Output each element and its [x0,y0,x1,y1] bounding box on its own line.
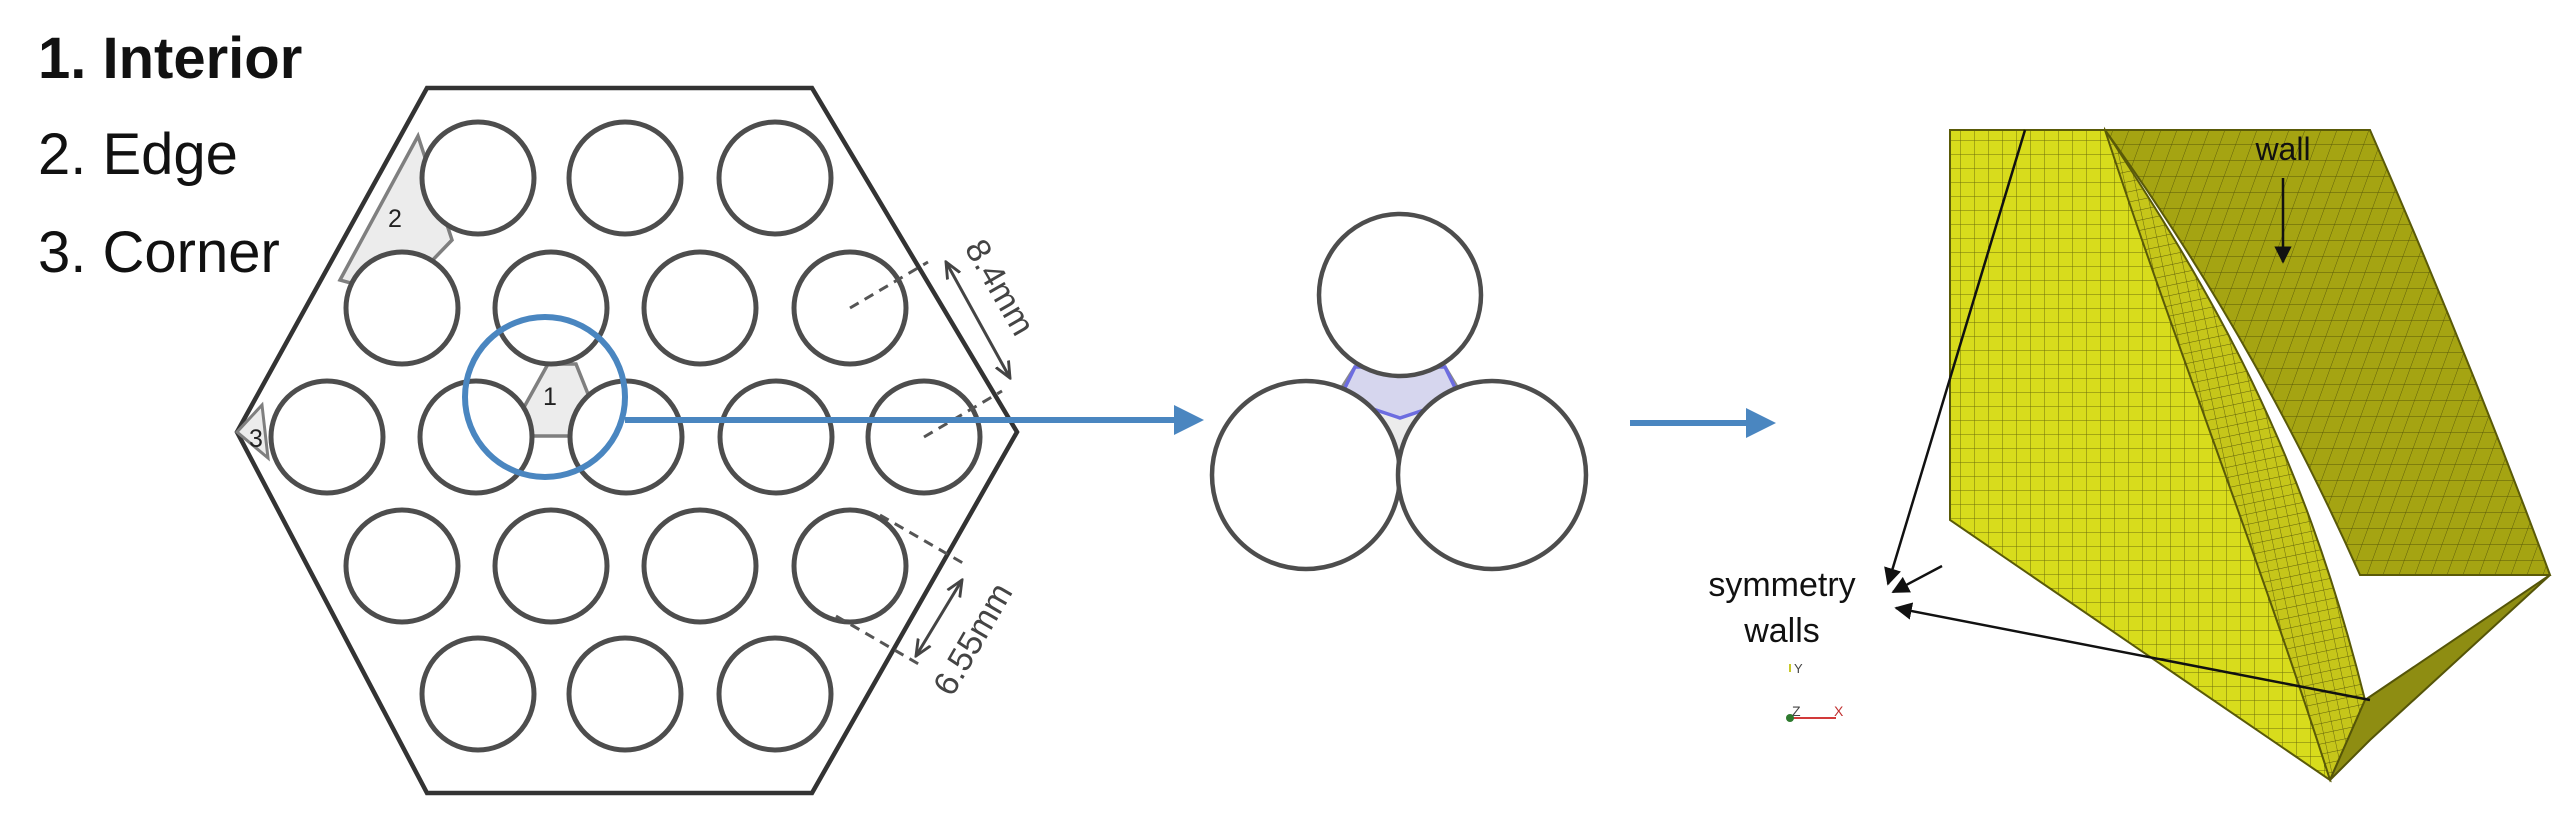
symmetry-label-line2: walls [1743,612,1820,650]
fuel-rod [717,378,835,496]
fuel-rod [716,119,834,237]
fuel-rod [268,378,386,496]
wall-label: wall [2254,131,2310,167]
highlight-circle [462,314,628,480]
hex-bundle: 2 3 1 8.4mm 6.55mm [234,85,1204,796]
symmetry-arrow-2 [1891,564,1943,594]
fuel-rod [566,119,684,237]
fuel-rod [791,507,909,625]
pitch-label: 8.4mm [957,233,1042,342]
corner-subchannel [234,401,270,462]
legend-edge: 2. Edge [38,122,238,187]
detail-rod-top [1316,211,1484,379]
label-edge-number: 2 [388,205,402,233]
fuel-rod [641,507,759,625]
detail-rod-left [1209,378,1403,572]
detail-rod-right [1395,378,1589,572]
axis-z-label: Z [1792,703,1801,719]
legend-interior: 1. Interior [38,26,303,91]
fuel-rod [492,507,610,625]
fuel-rod [419,635,537,753]
fuel-rod [419,119,537,237]
legend-corner: 3. Corner [38,220,280,285]
mesh-front-face [1949,129,2332,783]
mesh-3d: wall symmetry walls Y Z X [1708,126,2552,783]
fuel-rod [492,249,610,367]
fuel-rod [641,249,759,367]
fuel-rod [343,249,461,367]
symmetry-arrow-1 [1884,129,2027,586]
axis-triad: Y Z X [1786,661,1844,722]
interior-subchannel-detail [1209,211,1589,572]
fuel-rod [566,635,684,753]
fuel-rod [343,507,461,625]
symmetry-arrow-3 [1894,602,2371,702]
axis-x-label: X [1834,703,1844,719]
label-interior-number: 1 [543,383,557,411]
diameter-label: 6.55mm [926,577,1020,702]
mesh-top-surface [2103,129,2552,576]
label-corner-number: 3 [249,425,263,453]
fuel-rod [716,635,834,753]
mesh-end-face [2329,574,2551,781]
symmetry-label-line1: symmetry [1708,566,1855,604]
fuel-rods [268,119,983,753]
axis-y-label: Y [1794,661,1803,676]
